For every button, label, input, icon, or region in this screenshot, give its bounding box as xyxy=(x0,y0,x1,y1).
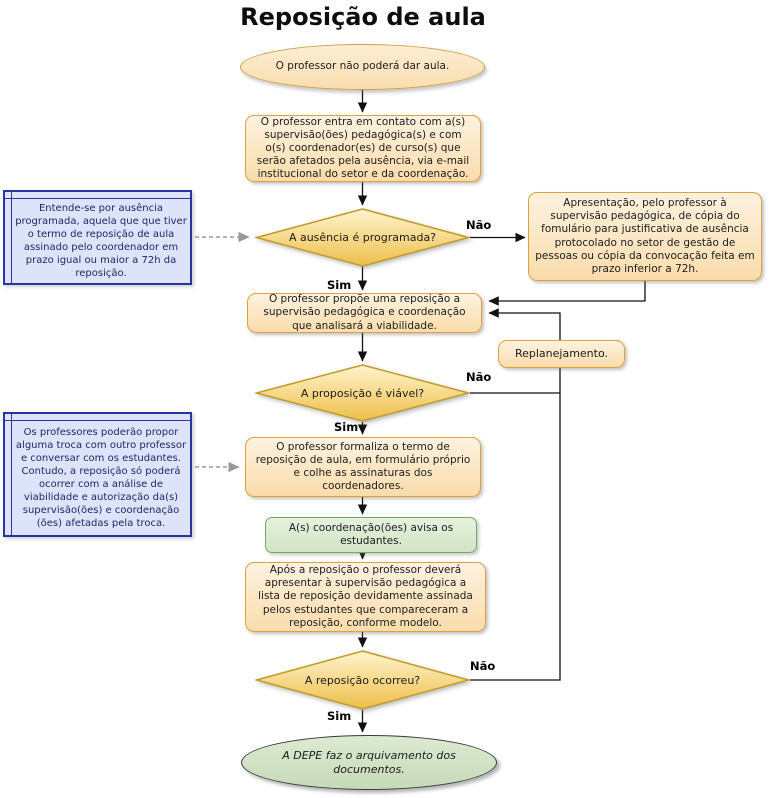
process-contact: O professor entra em contato com a(s) su… xyxy=(245,115,481,182)
edge-label-nao-3: Não xyxy=(470,659,496,673)
note-header-strip xyxy=(5,420,190,421)
end-node: A DEPE faz o arquivamento dos documentos… xyxy=(241,735,497,790)
decision-label: A reposição ocorreu? xyxy=(304,673,421,687)
process-replanejamento: Replanejamento. xyxy=(498,340,625,368)
edge-label-sim-1: Sim xyxy=(327,278,352,292)
edge-label-sim-3: Sim xyxy=(327,709,352,723)
decision-reposicao-ocorreu: A reposição ocorreu? xyxy=(255,650,470,710)
note-text: Os professores poderão propor alguma tro… xyxy=(15,427,187,529)
start-node: O professor não poderá dar aula. xyxy=(240,44,485,90)
process-avisa-estudantes: A(s) coordenação(ões) avisa os estudante… xyxy=(265,517,477,553)
note-header-strip xyxy=(5,198,190,199)
process-formaliza: O professor formaliza o termo de reposiç… xyxy=(245,437,481,497)
arrow-apresentacao-to-propoe xyxy=(488,281,646,306)
edge-label-sim-2: Sim xyxy=(334,420,359,434)
diamond-shape xyxy=(255,364,470,422)
diamond-shape xyxy=(255,208,470,267)
note-text: Entende-se por ausência programada, aque… xyxy=(15,203,187,279)
diamond-shape xyxy=(255,650,470,710)
decision-proposicao-viavel: A proposição é viável? xyxy=(255,364,470,422)
process-propoe: O professor propõe uma reposição a super… xyxy=(247,293,482,333)
edge-label-nao-1: Não xyxy=(466,218,492,232)
process-apos-reposicao: Após a reposição o professor deverá apre… xyxy=(245,562,486,632)
note-left-strip xyxy=(11,414,12,535)
page-title: Reposição de aula xyxy=(240,3,486,31)
arrow-return-to-propoe xyxy=(470,308,561,681)
process-apresentacao: Apresentação, pelo professor à supervisã… xyxy=(528,192,762,281)
edge-label-nao-2: Não xyxy=(466,370,492,384)
decision-label: A proposição é viável? xyxy=(300,386,425,400)
note-left-strip xyxy=(11,192,12,283)
decision-label: A ausência é programada? xyxy=(288,231,437,244)
note-troca-professores: Os professores poderão propor alguma tro… xyxy=(3,412,192,537)
note-ausencia-programada: Entende-se por ausência programada, aque… xyxy=(3,190,192,285)
decision-ausencia-programada: A ausência é programada? xyxy=(255,208,470,267)
